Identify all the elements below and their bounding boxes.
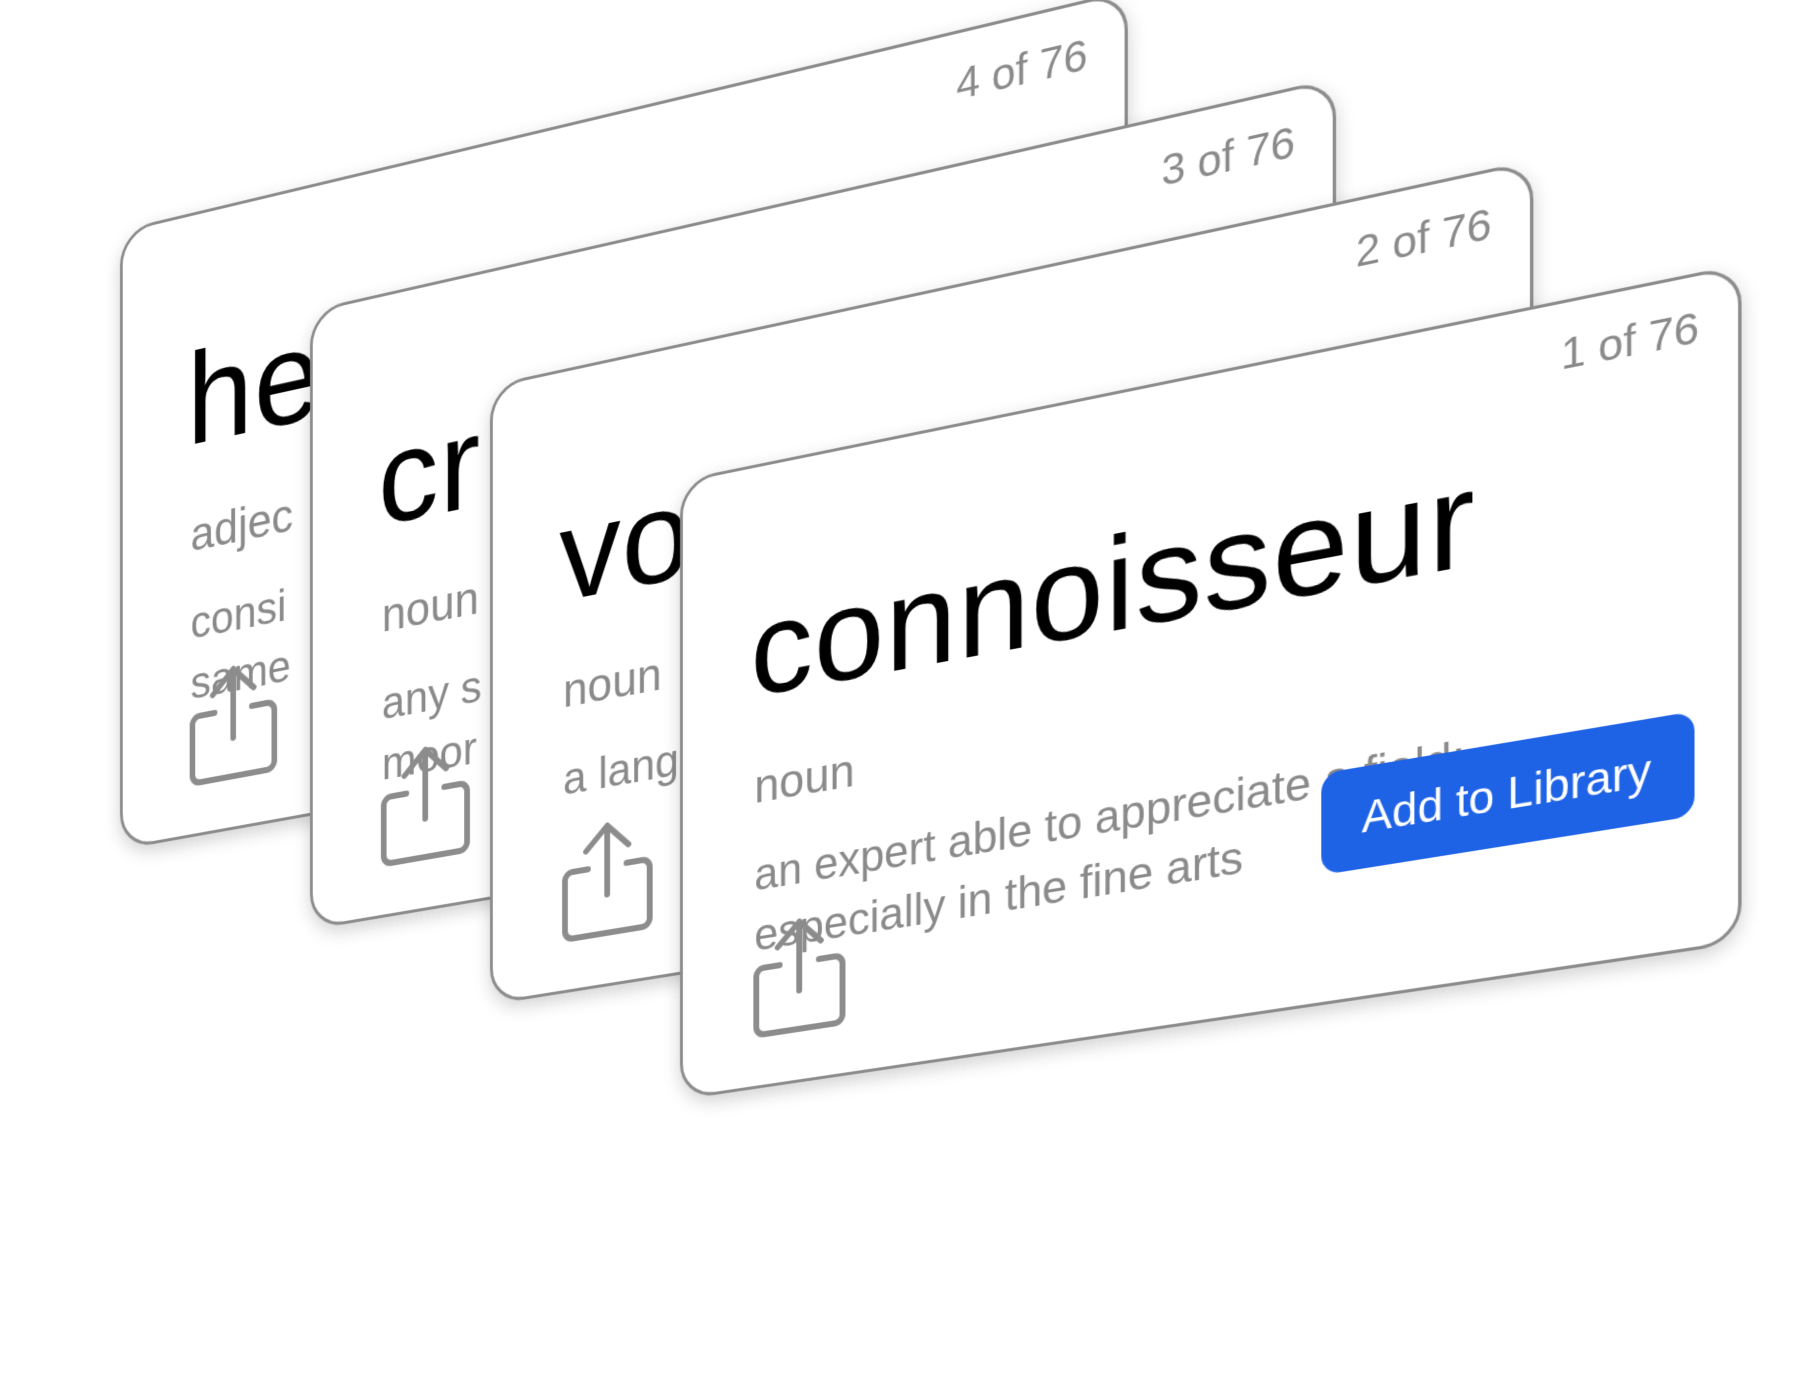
share-icon[interactable]: [378, 735, 473, 871]
share-icon[interactable]: [559, 811, 655, 947]
part-of-speech: noun: [381, 570, 479, 643]
share-icon[interactable]: [750, 908, 848, 1043]
card-word: vo: [559, 458, 692, 630]
card-word: connoisseur: [750, 441, 1476, 726]
card-counter: 2 of 76: [1355, 200, 1492, 277]
part-of-speech: noun: [563, 646, 662, 718]
share-icon[interactable]: [187, 654, 280, 791]
card-counter: 1 of 76: [1560, 304, 1700, 380]
card-word: he: [186, 299, 322, 474]
part-of-speech: adjec: [190, 487, 294, 562]
card-counter: 4 of 76: [956, 31, 1088, 110]
part-of-speech: noun: [754, 743, 855, 814]
card-word: cr: [378, 388, 482, 555]
card-counter: 3 of 76: [1161, 118, 1296, 196]
